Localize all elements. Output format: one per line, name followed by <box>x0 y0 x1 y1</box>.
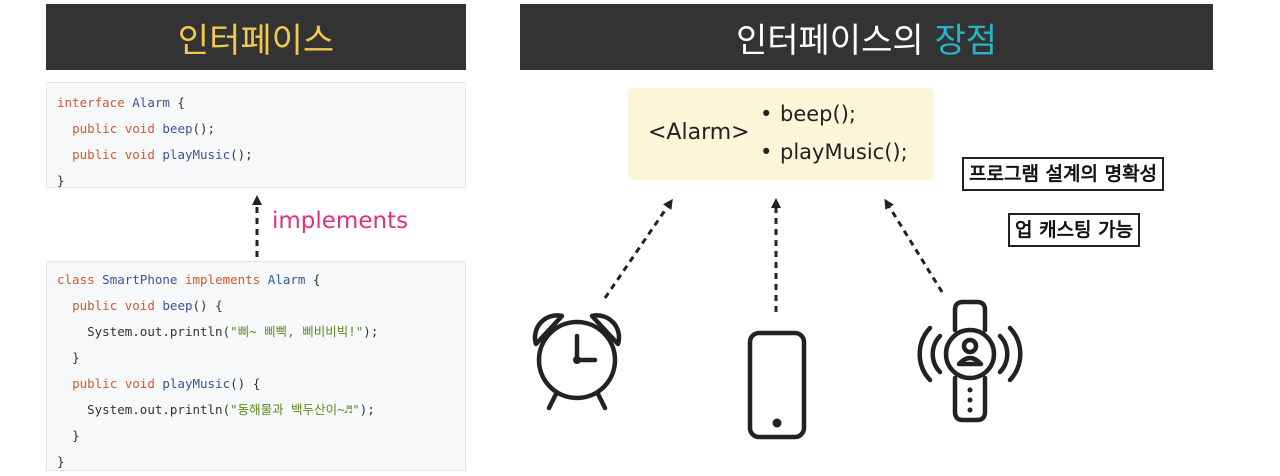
code-line: } <box>47 423 465 449</box>
clock-to-alarm-arrow <box>603 198 673 299</box>
code-keyword: public void <box>72 147 155 162</box>
clock-center-dot <box>573 356 581 364</box>
code-line: } <box>47 345 465 371</box>
class-code-block: class SmartPhone implements Alarm { publ… <box>46 261 466 471</box>
code-punct: () { <box>192 298 223 313</box>
code-keyword: public void <box>72 376 155 391</box>
code-line: public void beep() { <box>47 293 465 319</box>
code-string: "동해물과 백두산이~♬" <box>230 402 360 417</box>
code-keyword: interface <box>57 95 125 110</box>
code-line: } <box>47 449 465 475</box>
code-line: public void beep(); <box>47 116 465 142</box>
alarm-method-item: • beep(); <box>760 102 856 126</box>
smartwatch-icon <box>917 299 1023 423</box>
code-line: public void playMusic() { <box>47 371 465 397</box>
alarm-interface-box: <Alarm> • beep(); • playMusic(); <box>628 88 934 180</box>
implements-label: implements <box>272 208 409 234</box>
code-punct: ); <box>363 324 379 339</box>
interface-code-block: interface Alarm { public void beep(); pu… <box>46 82 466 188</box>
code-string: "삐~ 삐삑, 삐비비빅!" <box>230 324 364 339</box>
code-punct: (); <box>192 121 216 136</box>
code-punct: } <box>72 350 80 365</box>
code-type: SmartPhone <box>102 272 178 287</box>
benefit-upcasting-label: 업 캐스팅 가능 <box>1008 213 1141 247</box>
code-keyword: implements <box>184 272 261 287</box>
code-line: System.out.println("동해물과 백두산이~♬"); <box>47 397 465 423</box>
code-punct: } <box>57 173 65 188</box>
code-punct: () { <box>230 376 261 391</box>
code-function: beep <box>162 298 193 313</box>
left-title: 인터페이스 <box>177 20 335 61</box>
alarm-interface-name: <Alarm> <box>648 120 750 145</box>
code-punct: ); <box>359 402 375 417</box>
right-title-banner: 인터페이스의 장점 <box>520 4 1213 70</box>
left-title-banner: 인터페이스 <box>46 4 466 70</box>
code-line: } <box>47 168 465 194</box>
code-keyword: class <box>57 272 95 287</box>
code-function: playMusic <box>162 376 231 391</box>
alarm-method-label: playMusic(); <box>780 140 908 164</box>
alarm-method-label: beep(); <box>780 102 856 126</box>
right-title-accent: 장점 <box>934 20 998 61</box>
bullet-icon: • <box>760 102 773 126</box>
code-punct: { <box>305 272 321 287</box>
bullet-icon: • <box>760 140 773 164</box>
right-title-main: 인터페이스의 <box>735 20 935 61</box>
code-punct: (); <box>230 147 253 162</box>
code-punct: } <box>72 428 80 443</box>
code-keyword: public void <box>72 298 155 313</box>
code-line: System.out.println("삐~ 삐삑, 삐비비빅!"); <box>47 319 465 345</box>
code-punct: { <box>169 95 185 110</box>
alarm-method-item: • playMusic(); <box>760 140 908 164</box>
code-line: public void playMusic(); <box>47 142 465 168</box>
smartphone-icon <box>747 330 807 440</box>
code-function: playMusic <box>162 147 231 162</box>
watch-band-dots <box>967 387 973 413</box>
code-function: beep <box>162 121 193 136</box>
code-line: class SmartPhone implements Alarm { <box>47 267 465 293</box>
watch-to-alarm-arrow <box>884 198 944 293</box>
code-keyword: public void <box>72 121 155 136</box>
code-call: System.out.println( <box>87 402 231 417</box>
code-call: System.out.println( <box>87 324 231 339</box>
code-line: interface Alarm { <box>47 90 465 116</box>
benefit-clarity-label: 프로그램 설계의 명확성 <box>962 157 1165 191</box>
code-punct: } <box>57 454 65 469</box>
code-type: Alarm <box>132 95 170 110</box>
code-type: Alarm <box>267 272 306 287</box>
